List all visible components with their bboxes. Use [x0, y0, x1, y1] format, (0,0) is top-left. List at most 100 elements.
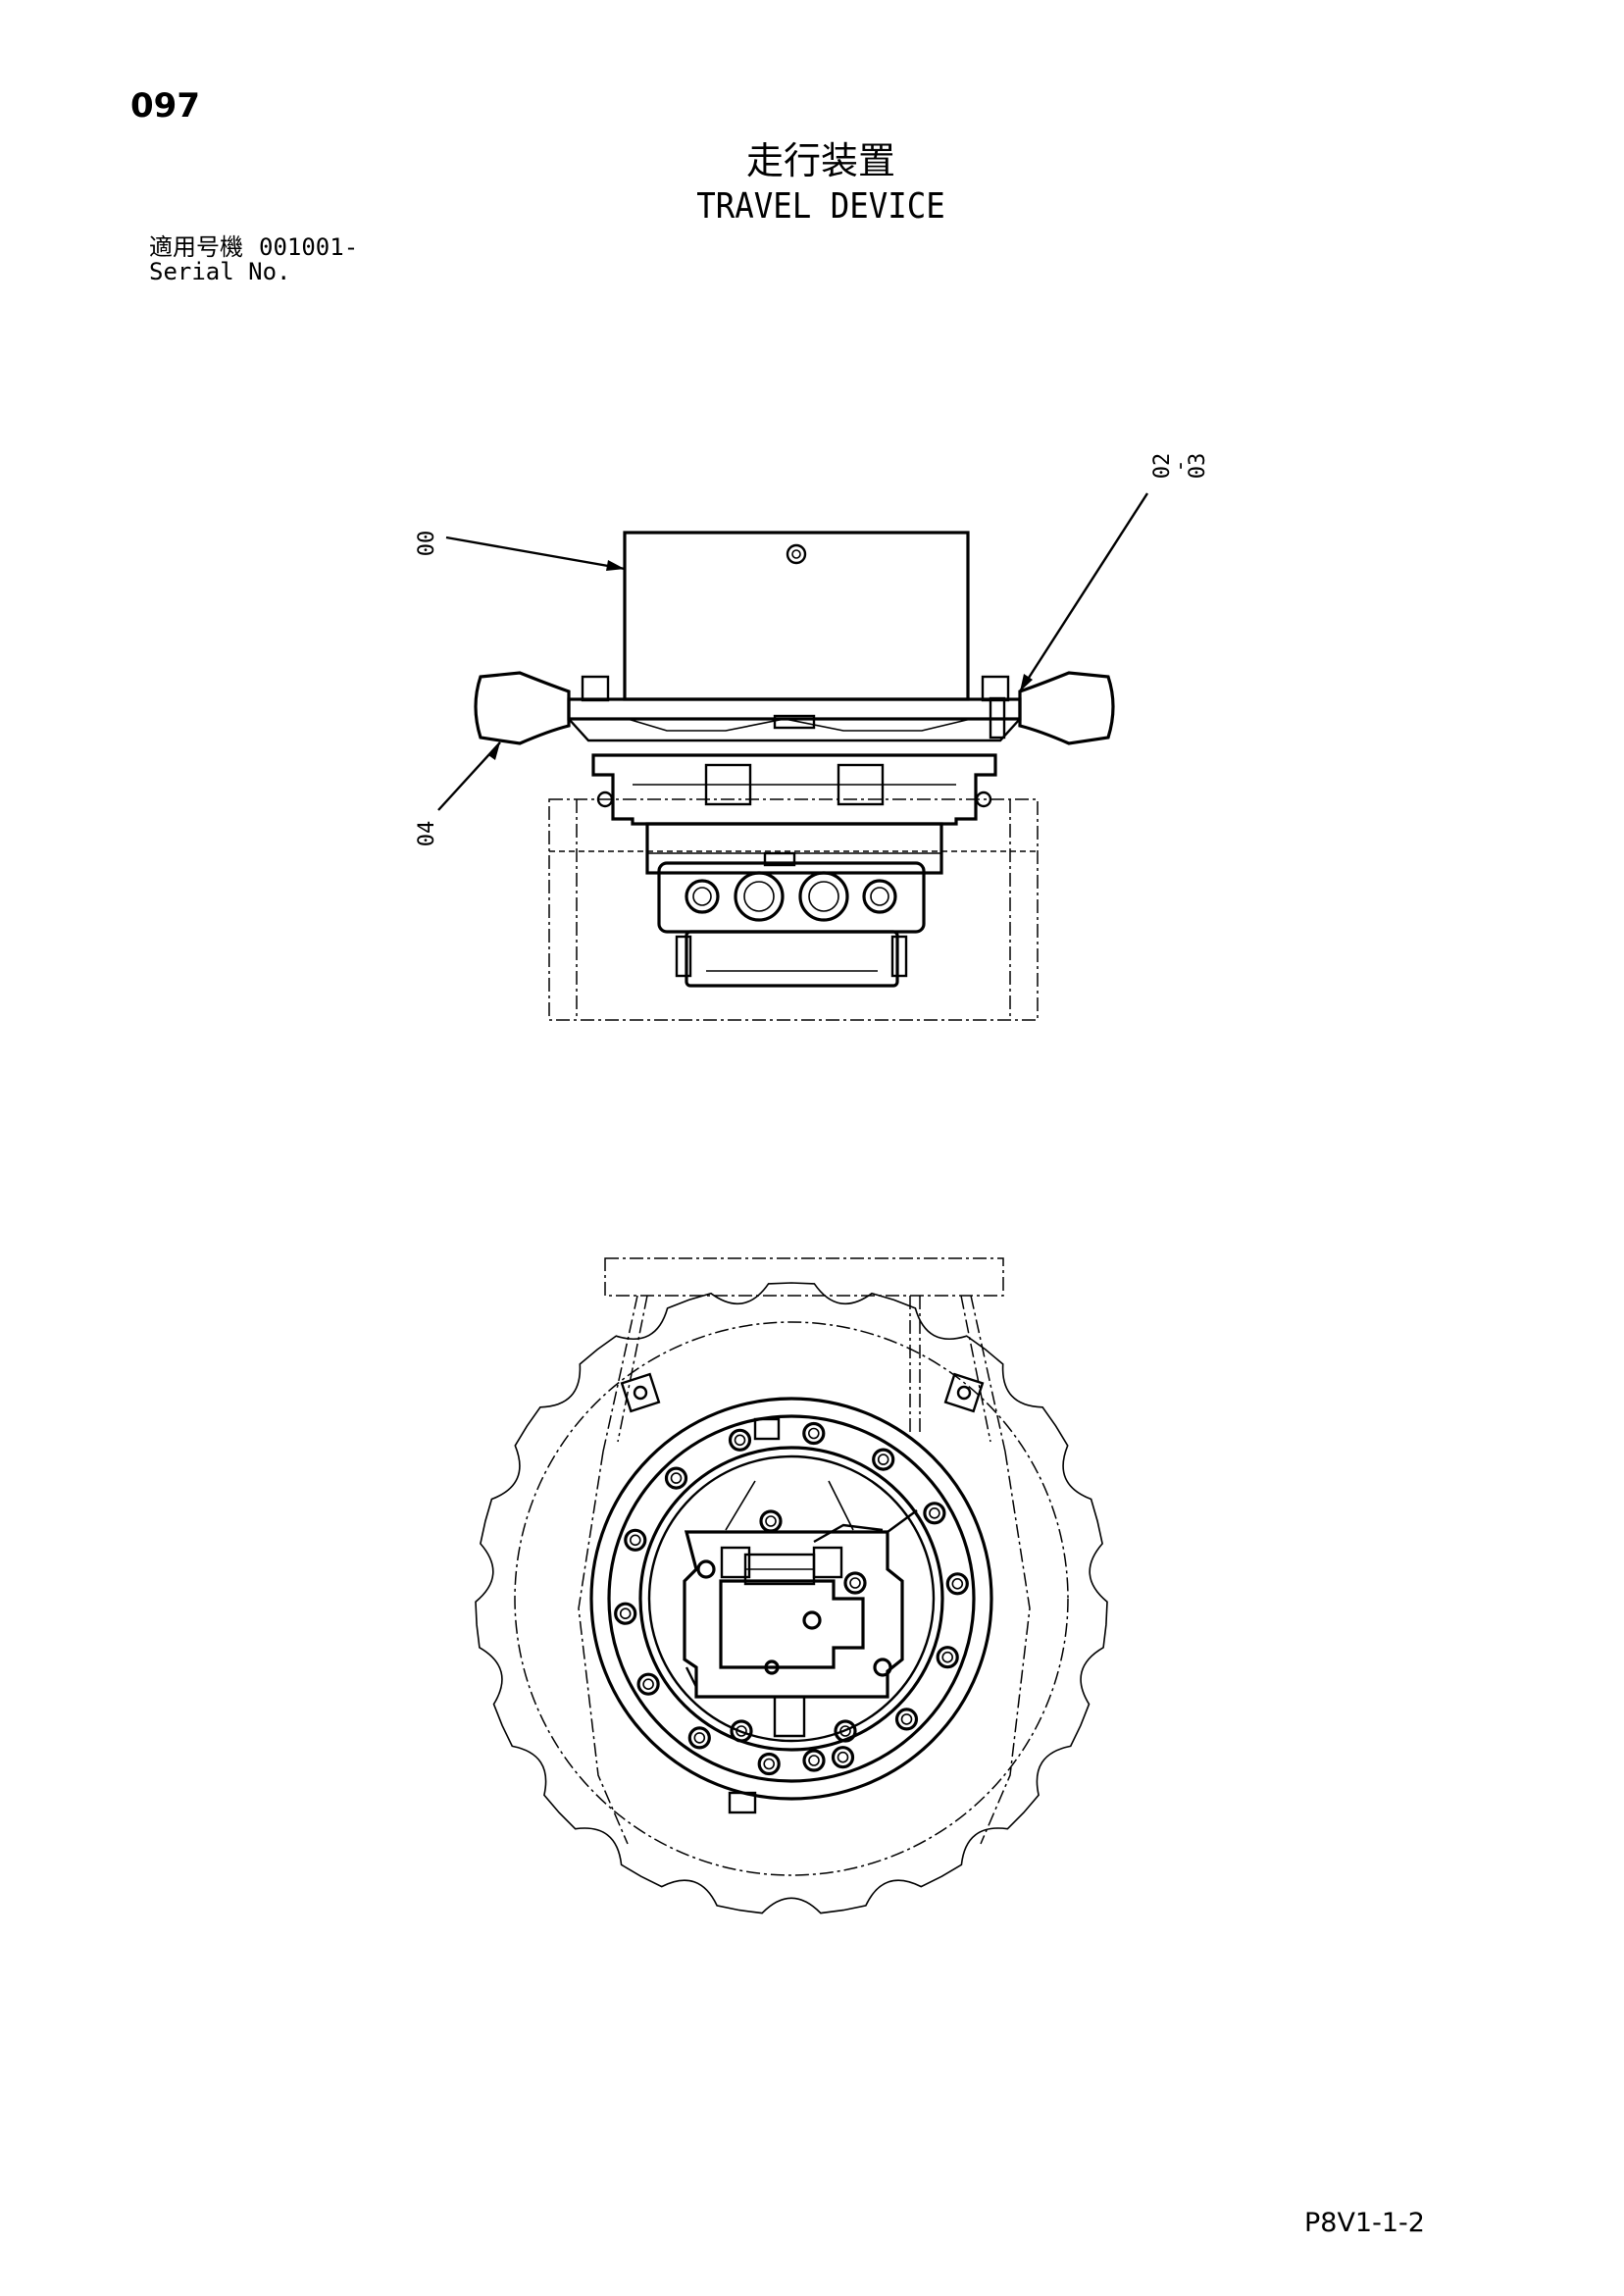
callout-02: 02	[1150, 453, 1175, 480]
flange-bolt-inner	[941, 1651, 954, 1663]
flange-teeth	[627, 718, 972, 732]
motor-edge-right	[887, 1509, 918, 1533]
frame-tab-left	[620, 1372, 661, 1413]
flange-bolt	[894, 1708, 919, 1731]
arrow-00	[606, 560, 625, 571]
callout-03: 03	[1186, 453, 1210, 480]
arrow-02-03	[1020, 674, 1033, 691]
flange-bolt	[687, 1726, 711, 1750]
port-4-inner	[870, 887, 889, 906]
center-bolt-9	[802, 1749, 826, 1772]
flange-bolt-inner	[629, 1534, 641, 1547]
port-1	[685, 879, 720, 914]
center-bolt-2	[764, 1659, 780, 1675]
flange-bolt	[757, 1752, 781, 1776]
serial-info: 適用号機 001001- Serial No.	[149, 235, 358, 284]
sprocket-tooth-left	[474, 671, 571, 745]
mount-bolt-right	[981, 675, 1010, 702]
flange-bolt-inner	[877, 1454, 889, 1465]
valve-fitting-left	[720, 1546, 751, 1579]
callout-00: 00	[415, 531, 439, 557]
flange-boss	[773, 714, 816, 730]
center-bolt-4-inner	[839, 1725, 851, 1737]
hub-core-circle	[647, 1454, 936, 1743]
serial-label-jp: 適用号機	[149, 233, 243, 261]
hub-rib-left	[725, 1480, 756, 1531]
bracket-leg-left-inner	[617, 1295, 648, 1443]
flange-bolt	[831, 1746, 855, 1769]
flange-bolt	[664, 1466, 688, 1490]
track-frame-outline	[548, 798, 1039, 1021]
center-bolt-7	[696, 1559, 716, 1579]
frame-tab-right	[943, 1372, 985, 1413]
motor-housing	[591, 753, 997, 826]
cover-side-right	[890, 935, 908, 978]
valve-plate	[719, 1579, 865, 1669]
flange-notch-bottom	[728, 1791, 757, 1814]
frame-side-right	[980, 1451, 1031, 1845]
cover-side-left	[675, 935, 692, 978]
mount-washer-right	[989, 696, 1006, 740]
page-code: P8V1-1-2	[1304, 2208, 1425, 2238]
flange-bolt	[923, 1502, 946, 1525]
sprocket-root-circle	[514, 1321, 1069, 1876]
flange-bolt-inner	[670, 1472, 683, 1484]
port-1-inner	[692, 887, 712, 906]
flange-bolt	[872, 1448, 895, 1471]
housing-bolt-right	[975, 791, 992, 808]
cover-block	[685, 930, 899, 988]
serial-label-en: Serial No.	[149, 258, 291, 285]
drum-plug	[786, 543, 807, 565]
sprocket-tooth-right	[1018, 671, 1115, 745]
flange-bolt	[614, 1602, 637, 1625]
center-bolt-3	[730, 1719, 753, 1743]
center-bolt-4	[834, 1719, 857, 1743]
motor-rib-1	[813, 1523, 884, 1544]
port-3	[798, 871, 849, 922]
mount-bolt-left	[581, 675, 610, 702]
port-4	[862, 879, 897, 914]
flange-bolt-inner	[734, 1434, 746, 1447]
callout-sep: -	[1168, 459, 1193, 472]
flange-bolt-inner	[763, 1758, 776, 1770]
flange-bolt-inner	[929, 1507, 940, 1519]
bracket-leg-right-inner	[960, 1295, 991, 1443]
flange-bolt-inner	[693, 1732, 706, 1744]
center-bolt-1	[802, 1610, 822, 1630]
motor-bottom-lug	[773, 1697, 806, 1738]
valve-fitting-right	[812, 1546, 843, 1579]
flange-bolt	[802, 1421, 826, 1446]
bracket-leg-right	[970, 1295, 1006, 1453]
center-bolt-3-inner	[736, 1725, 747, 1737]
frame-bracket	[604, 1257, 1004, 1297]
serial-value: 001001-	[259, 233, 359, 261]
flange-bolt-inner	[951, 1578, 964, 1590]
center-bolt-5	[843, 1571, 867, 1595]
flange-bolt-inner	[619, 1607, 632, 1619]
title-japanese: 走行装置	[745, 139, 895, 182]
flange-chamfer	[568, 718, 1021, 742]
leader-02-03	[1018, 492, 1149, 692]
flange-notch-top	[753, 1417, 781, 1441]
flange-bolt	[624, 1528, 647, 1552]
page-title: 走行装置 TRAVEL DEVICE	[0, 137, 1624, 230]
arrow-04	[488, 742, 500, 760]
center-bolt-9-inner	[808, 1755, 820, 1766]
hub-flange-circle	[607, 1414, 976, 1783]
port-2-inner	[743, 881, 775, 912]
page-number: 097	[130, 86, 200, 126]
flange-bolt	[936, 1646, 959, 1669]
flange-bolt-inner	[807, 1427, 820, 1440]
flange-bolt-inner	[900, 1713, 913, 1725]
housing-bolt-left	[596, 791, 614, 808]
port-2	[734, 871, 785, 922]
flange-bolt	[636, 1672, 660, 1696]
center-bolt-8	[873, 1658, 892, 1677]
frame-side-left	[578, 1451, 629, 1845]
motor-edge-left	[685, 1666, 698, 1688]
flange-bolt	[945, 1572, 969, 1596]
flange-bolt-ring	[614, 1421, 969, 1776]
motor-tab	[763, 851, 796, 867]
center-bolt-6-inner	[765, 1515, 777, 1527]
